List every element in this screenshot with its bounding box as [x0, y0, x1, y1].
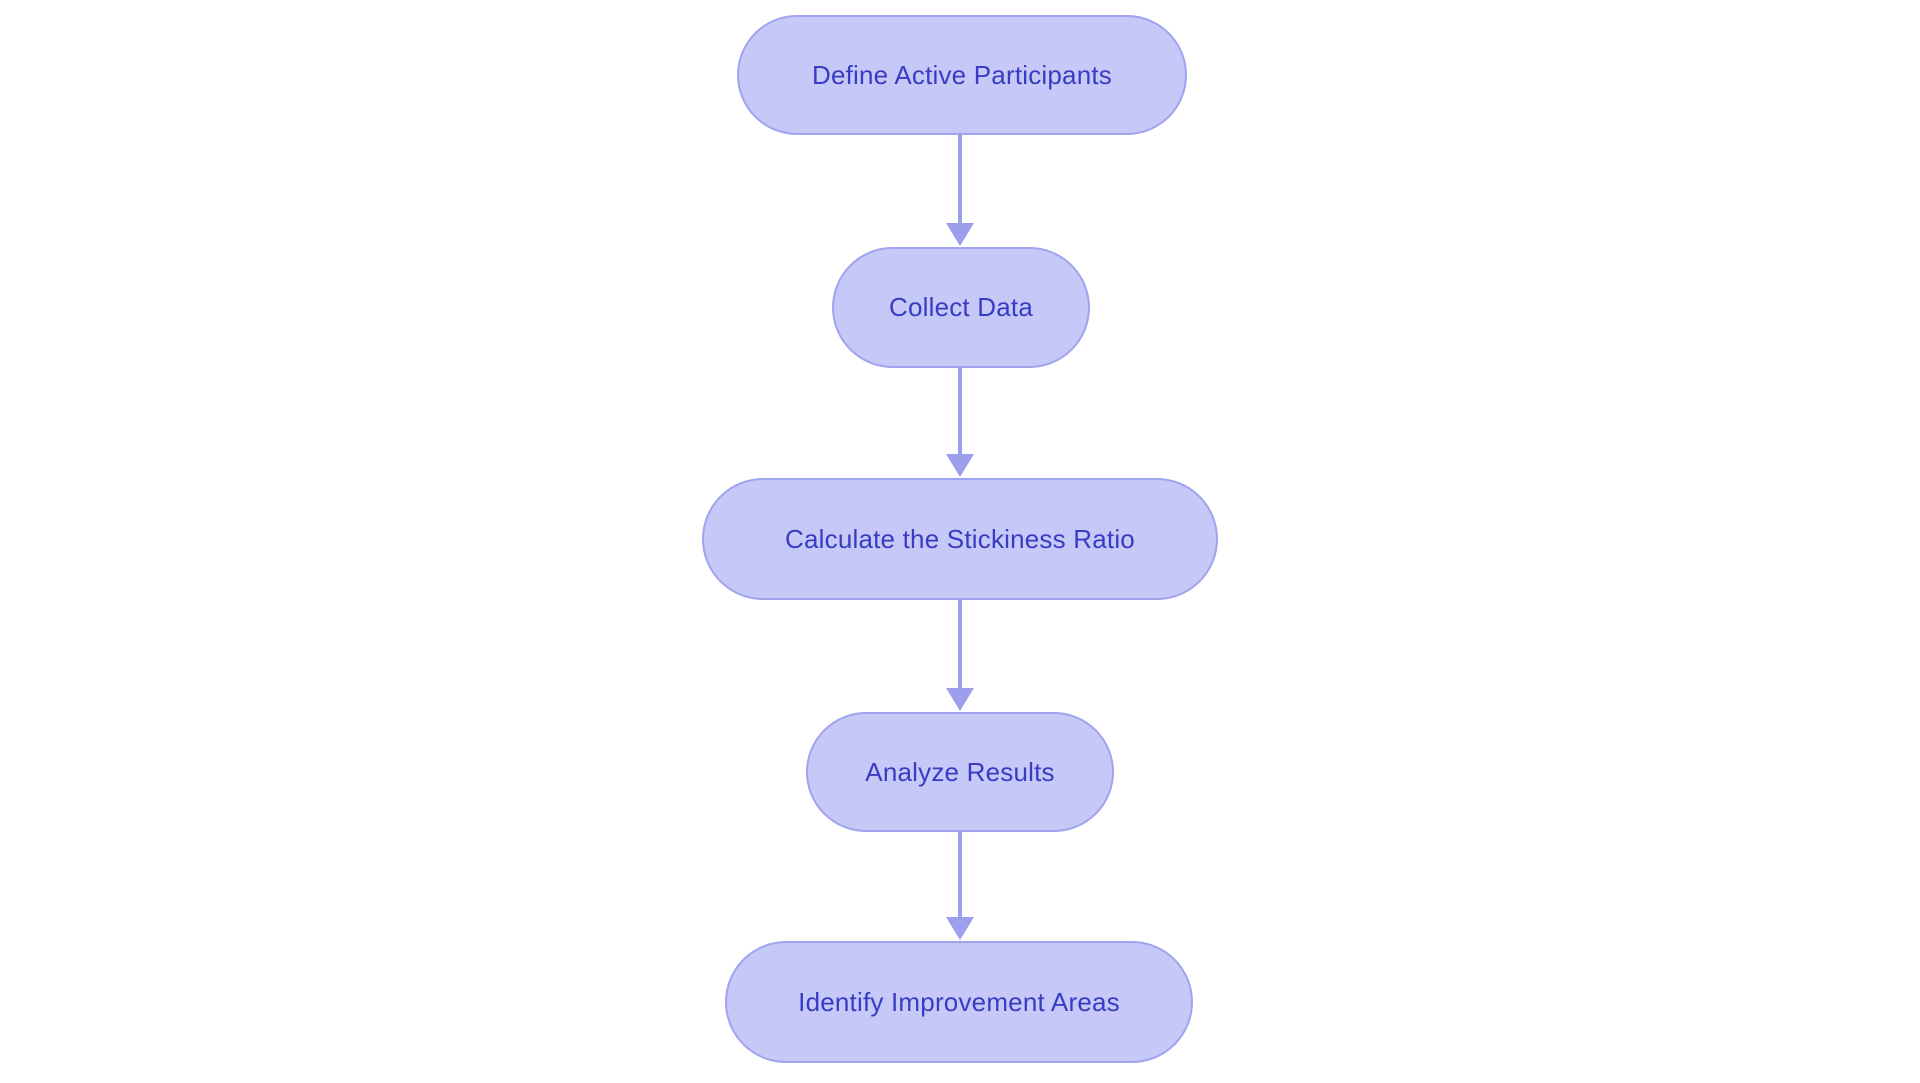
flow-node-analyze-results: Analyze Results	[806, 712, 1114, 832]
flow-node-calculate-stickiness-ratio: Calculate the Stickiness Ratio	[702, 478, 1218, 600]
arrow-line	[958, 135, 962, 223]
flow-node-label: Analyze Results	[865, 756, 1055, 787]
arrow-line	[958, 600, 962, 688]
flow-connector-2	[946, 368, 974, 477]
flow-node-label: Define Active Participants	[811, 59, 1112, 90]
flow-node-collect-data: Collect Data	[832, 247, 1090, 368]
arrow-line	[958, 368, 962, 454]
flow-node-define-active-participants: Define Active Participants	[737, 15, 1187, 135]
flow-connector-3	[946, 600, 974, 711]
arrow-down-icon	[946, 917, 974, 940]
flow-connector-4	[946, 832, 974, 940]
flow-node-label: Identify Improvement Areas	[798, 986, 1120, 1017]
flow-connector-1	[946, 135, 974, 246]
arrow-down-icon	[946, 688, 974, 711]
arrow-down-icon	[946, 223, 974, 246]
arrow-line	[958, 832, 962, 917]
flow-node-identify-improvement-areas: Identify Improvement Areas	[725, 941, 1193, 1063]
flow-node-label: Collect Data	[888, 292, 1034, 322]
flow-node-label: Calculate the Stickiness Ratio	[785, 523, 1135, 554]
arrow-down-icon	[946, 454, 974, 477]
